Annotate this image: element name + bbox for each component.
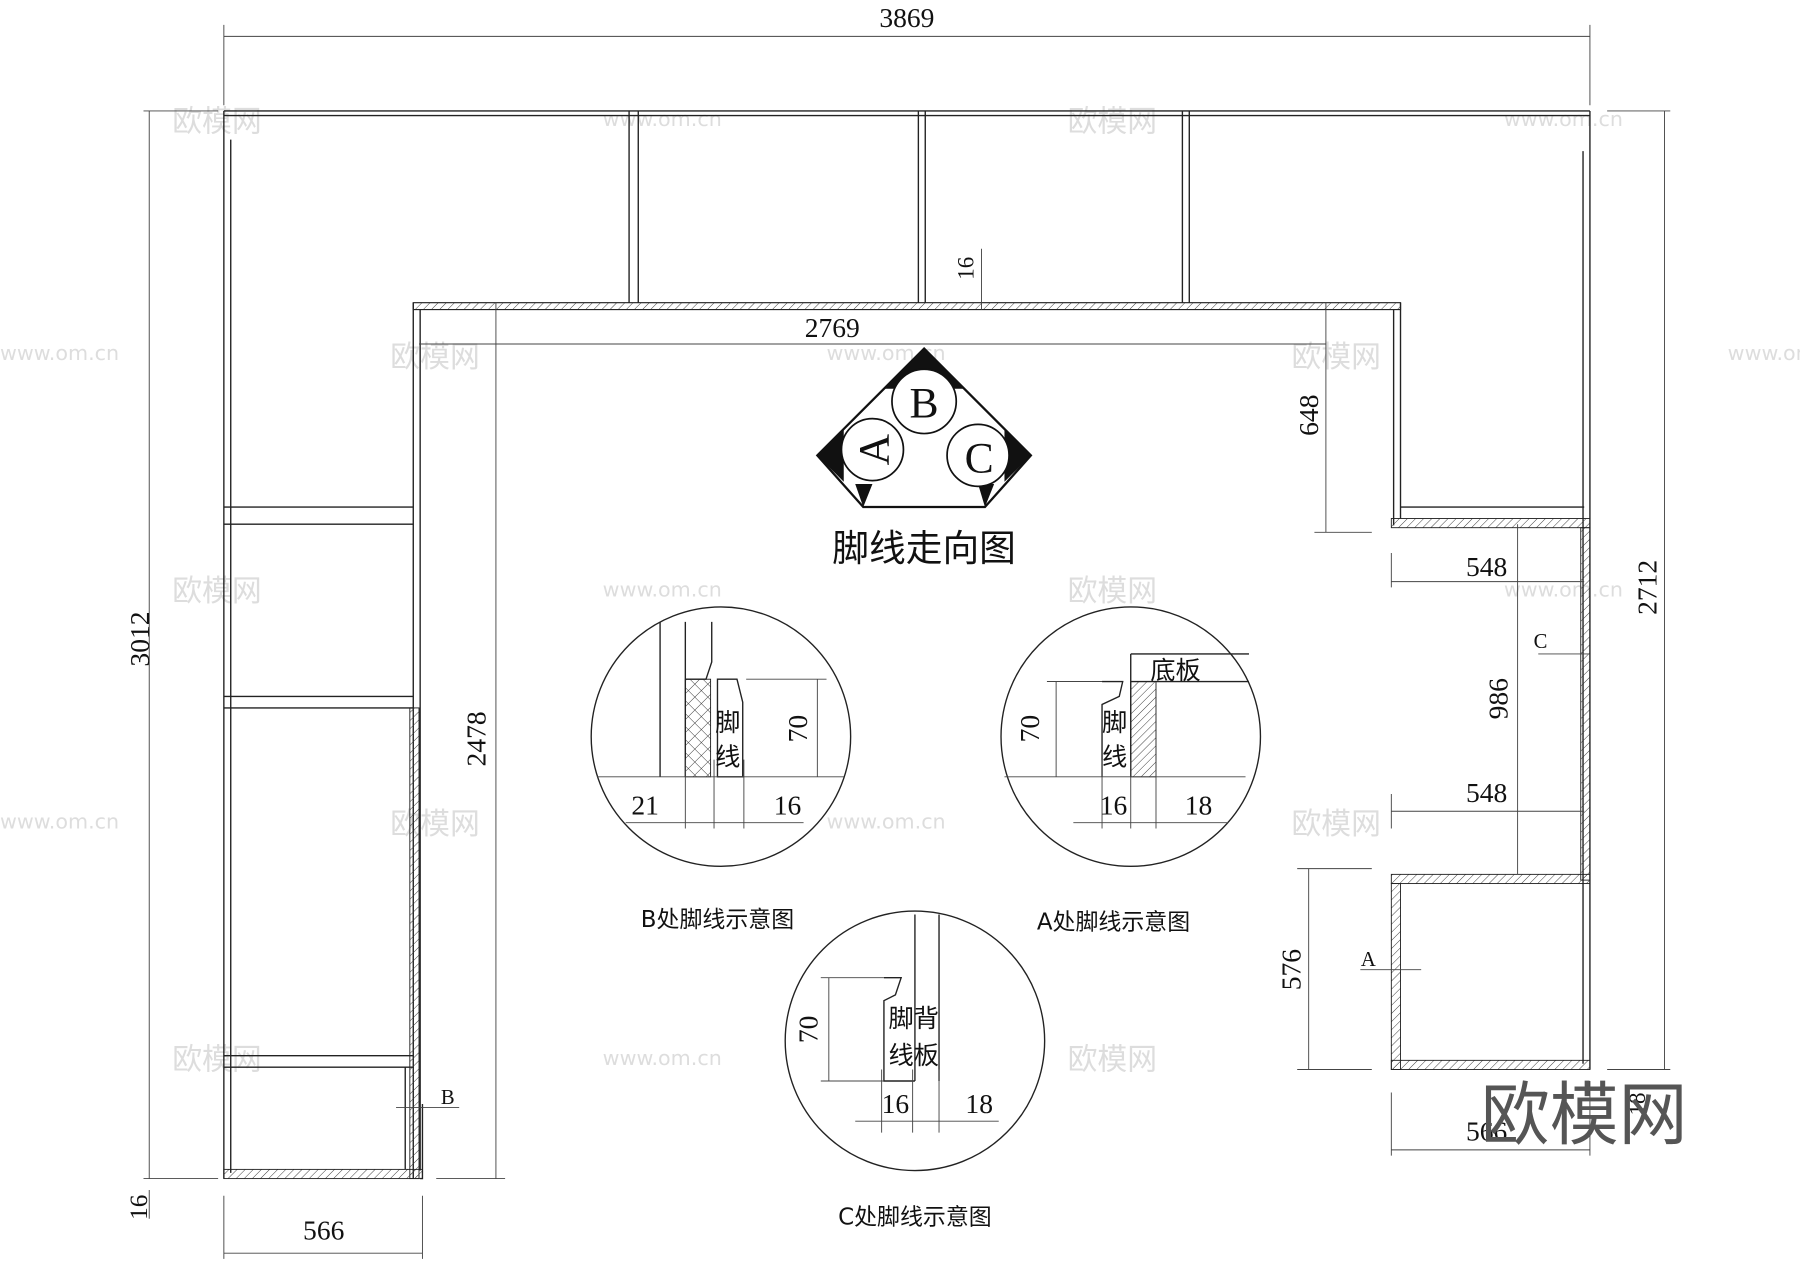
dim-right-bottom-cab: 576 [1276,949,1307,990]
svg-text:18: 18 [965,1088,993,1119]
svg-text:脚: 脚 [715,708,740,737]
dim-top-panel: 16 [953,257,978,280]
dimension-lines [143,24,1671,1259]
direction-title: 脚线走向图 [832,527,1016,570]
svg-text:16: 16 [1100,790,1128,821]
svg-text:www.om.cn: www.om.cn [1728,341,1800,365]
svg-text:16: 16 [774,790,802,821]
dim-right-step-bottom: 548 [1466,777,1507,808]
svg-text:70: 70 [782,715,813,743]
svg-text:线: 线 [715,742,740,771]
svg-text:欧模网: 欧模网 [1291,807,1380,842]
svg-text:www.om.cn: www.om.cn [1504,578,1623,602]
dim-right-top-gap: 648 [1293,395,1324,436]
dim-overall-height-right: 2712 [1632,560,1663,615]
svg-text:底板: 底板 [1150,656,1201,685]
section-mark-b: B [441,1087,455,1109]
svg-text:欧模网: 欧模网 [172,105,261,140]
svg-text:70: 70 [792,1016,823,1044]
svg-text:21: 21 [631,790,659,821]
watermark-logo: 欧模网 [1481,1075,1688,1155]
skirting-direction-symbol: B A C 脚线走向图 [815,346,1033,570]
detail-c-caption: C处脚线示意图 [838,1204,992,1230]
svg-text:脚: 脚 [1102,708,1127,737]
svg-text:C: C [965,435,994,483]
dim-overall-width: 3869 [879,2,934,33]
svg-text:欧模网: 欧模网 [1068,1043,1157,1078]
svg-text:欧模网: 欧模网 [172,1043,261,1078]
svg-text:www.om.cn: www.om.cn [603,578,722,602]
svg-text:A: A [851,433,899,465]
dim-right-bottom-depth: 566 [1466,1116,1507,1147]
svg-text:B: B [910,379,939,427]
dim-left-bottom-panel: 16 [125,1195,153,1220]
svg-text:18: 18 [1185,790,1213,821]
svg-text:欧模网: 欧模网 [390,340,479,375]
dim-inner-width: 2769 [805,312,860,343]
svg-text:欧模网: 欧模网 [1291,340,1380,375]
dim-left-height: 2478 [461,711,492,766]
cabinet-plan [223,110,1591,1180]
dim-right-bottom-panel: 18 [1625,1092,1650,1115]
detail-c: 脚背 线板 70 16 18 C处脚线示意图 [784,910,1046,1230]
svg-text:脚背: 脚背 [889,1004,940,1033]
svg-text:www.om.cn: www.om.cn [0,809,119,833]
svg-text:欧模网: 欧模网 [172,574,261,609]
svg-text:70: 70 [1014,715,1045,743]
svg-text:欧模网: 欧模网 [1068,105,1157,140]
dimension-labels: 3869 3012 16 566 2478 2769 16 648 548 98… [124,2,1662,1245]
svg-text:www.om.cn: www.om.cn [827,809,946,833]
dim-left-depth: 566 [303,1214,344,1245]
dim-right-step-top: 548 [1466,551,1507,582]
section-mark-c: C [1534,631,1548,653]
svg-text:欧模网: 欧模网 [1068,574,1157,609]
svg-text:欧模网: 欧模网 [390,807,479,842]
svg-text:线: 线 [1102,742,1127,771]
background-watermarks: 欧模网 欧模网 欧模网 欧模网 欧模网 欧模网 欧模网 欧模网 欧模网 欧模网 … [0,105,1800,1078]
detail-a: 底板 脚 线 70 16 18 A处脚线示意图 [1000,606,1262,935]
dim-right-mid: 986 [1482,678,1513,719]
svg-text:www.om.cn: www.om.cn [0,341,119,365]
detail-a-caption: A处脚线示意图 [1037,909,1190,935]
svg-text:线板: 线板 [889,1041,940,1070]
svg-text:16: 16 [882,1088,910,1119]
detail-b: 脚 线 70 21 16 B处脚线示意图 [590,606,852,933]
detail-b-caption: B处脚线示意图 [641,907,794,933]
dim-overall-height-left: 3012 [124,611,155,666]
svg-text:www.om.cn: www.om.cn [603,1046,722,1070]
section-mark-a: A [1361,949,1376,971]
